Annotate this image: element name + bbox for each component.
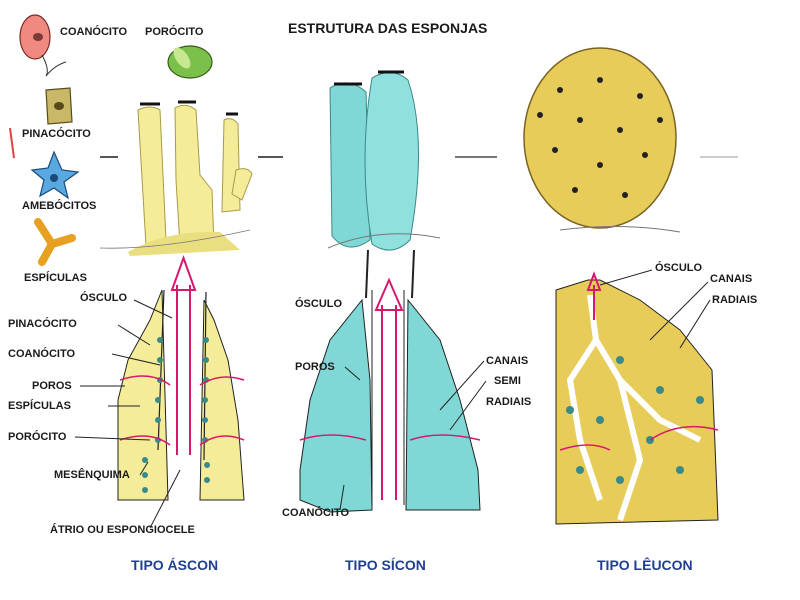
leucon-label-osculo: ÓSCULO [655, 262, 703, 274]
label-porocito: PORÓCITO [145, 26, 204, 38]
ascon-label-coanocito: COANÓCITO [8, 348, 76, 360]
sicon-label-poros: POROS [295, 361, 335, 373]
ascon-label-atrio: ÁTRIO OU ESPONGIOCELE [50, 524, 195, 536]
sicon-section [299, 249, 481, 513]
sicon-label-coanocito: COANÓCITO [282, 507, 350, 519]
leader-lines [74, 269, 711, 529]
type-sicon: TIPO SÍCON [345, 557, 426, 573]
leucon-label-canais: CANAIS [710, 273, 753, 285]
type-leucon: TIPO LÊUCON [597, 557, 693, 573]
leucon-section [555, 271, 719, 525]
type-ascon: TIPO ÁSCON [131, 557, 219, 573]
porocito-icon [167, 45, 213, 79]
amebocito-icon [30, 150, 80, 200]
ascon-label-mesenquima: MESÊNQUIMA [54, 469, 130, 481]
page-title: ESTRUTURA DAS ESPONJAS [288, 20, 488, 36]
label-coanocito: COANÓCITO [60, 26, 128, 38]
coanocito-icon [19, 14, 67, 77]
ascon-label-espiculas: ESPÍCULAS [8, 400, 71, 412]
ascon-label-pinacocito: PINACÓCITO [8, 318, 77, 330]
espicula-icon [34, 218, 76, 266]
sicon-label-osculo: ÓSCULO [295, 298, 343, 310]
ascon-section [117, 255, 245, 501]
leucon-sponge-illustration [523, 47, 681, 233]
sicon-label-semi: SEMI [494, 375, 521, 387]
sicon-label-canais: CANAIS [486, 355, 529, 367]
label-espiculas: ESPÍCULAS [24, 272, 87, 284]
label-pinacocito: PINACÓCITO [22, 128, 91, 140]
pinacocito-icon [45, 87, 73, 125]
leucon-label-radiais: RADIAIS [712, 294, 758, 306]
label-amebocitos: AMEBÓCITOS [22, 200, 97, 212]
ascon-sponge-illustration [99, 100, 253, 256]
sicon-sponge-illustration [327, 70, 441, 251]
ascon-label-porocito: PORÓCITO [8, 431, 67, 443]
ascon-label-poros: POROS [32, 380, 72, 392]
sicon-label-radiais: RADIAIS [486, 396, 532, 408]
ascon-label-osculo: ÓSCULO [80, 292, 128, 304]
